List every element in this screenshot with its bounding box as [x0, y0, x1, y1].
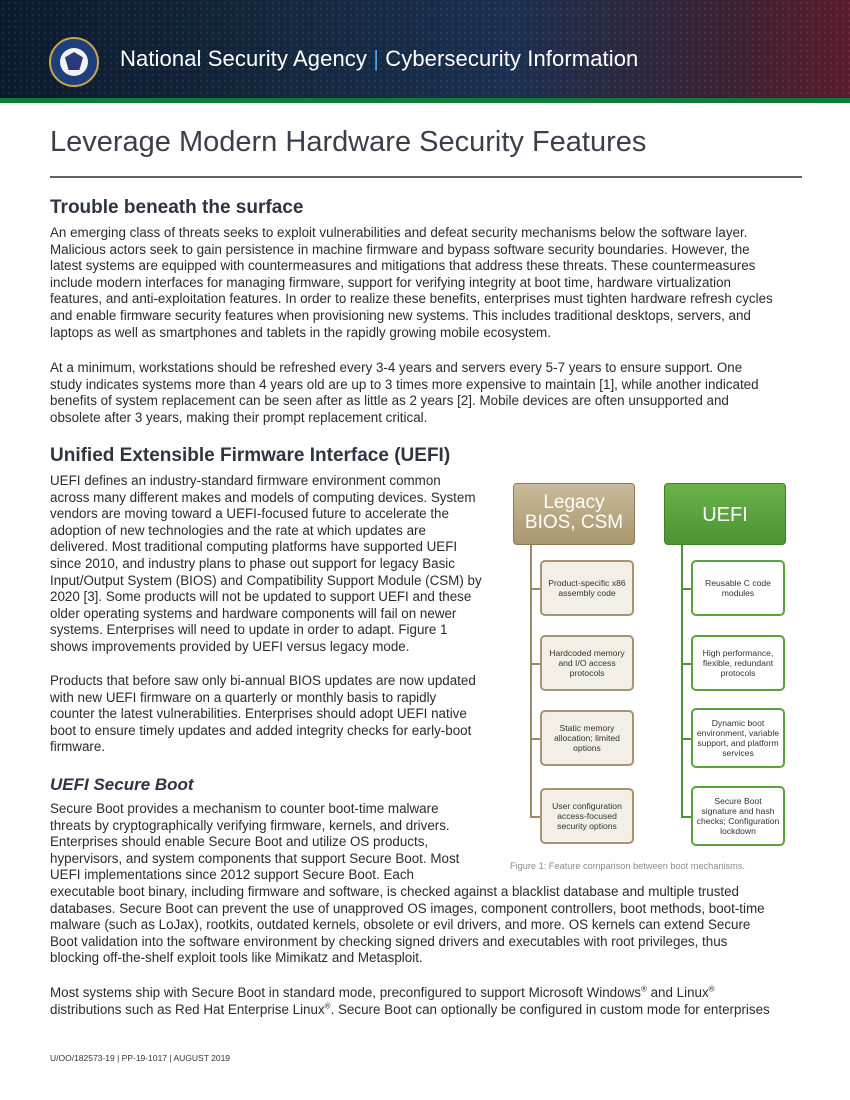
section-heading-secure-boot: UEFI Secure Boot — [50, 775, 194, 794]
header-banner — [0, 0, 850, 98]
legacy-branch — [530, 816, 540, 818]
legacy-header-line: BIOS, CSM — [524, 512, 624, 533]
uefi-feature-box: Secure Boot signature and hash checks; C… — [691, 786, 785, 846]
text-line: older operating systems and hardware com… — [50, 605, 457, 621]
text-line: delivered. Most traditional computing pl… — [50, 539, 458, 555]
legacy-feature-box: Product-specific x86 assembly code — [540, 560, 634, 616]
section2-paragraph-2: Products that before saw only bi-annual … — [50, 673, 476, 756]
text-run: . Secure Boot can optionally be configur… — [330, 1001, 770, 1017]
registered-mark: ® — [640, 984, 647, 994]
text-line: At a minimum, workstations should be ref… — [50, 360, 743, 375]
text-line: hypervisors, and system components that … — [50, 850, 460, 866]
text-line: distributions such as Red Hat Enterprise… — [50, 1002, 770, 1019]
uefi-connector-line — [681, 545, 683, 817]
text-line: study indicates systems more than 4 year… — [50, 376, 759, 392]
text-line: laptops as well as smartphones and table… — [50, 324, 551, 340]
uefi-feature-box: Reusable C code modules — [691, 560, 785, 616]
section-heading-uefi: Unified Extensible Firmware Interface (U… — [50, 445, 451, 466]
title-divider — [50, 176, 802, 178]
text-line: malware (such as LoJax), rootkits, outda… — [50, 917, 751, 933]
section1-paragraph-1: An emerging class of threats seeks to ex… — [50, 225, 773, 341]
text-line: shows improvements provided by UEFI vers… — [50, 638, 410, 654]
text-line: UEFI implementations since 2012 support … — [50, 867, 414, 883]
text-line: counter the latest vulnerabilities. Ente… — [50, 706, 467, 722]
legacy-feature-box: Hardcoded memory and I/O access protocol… — [540, 635, 634, 691]
text-line: adoption of new technologies and the rat… — [50, 522, 426, 538]
uefi-column-header: UEFI — [664, 483, 786, 545]
text-line: since 2010, and industry plans to phase … — [50, 555, 455, 571]
uefi-branch — [681, 588, 691, 590]
text-run: Most systems ship with Secure Boot in st… — [50, 985, 641, 1000]
banner-separator: | — [373, 46, 380, 71]
figure-boot-comparison: Legacy BIOS, CSM UEFI Product-specific x… — [505, 480, 800, 875]
uefi-feature-box: Dynamic boot environment, variable suppo… — [691, 708, 785, 768]
text-line: boot to ensure timely updates and added … — [50, 722, 472, 738]
legacy-branch — [530, 588, 540, 590]
uefi-branch — [681, 738, 691, 740]
text-line: Boot validation into the software enviro… — [50, 933, 728, 949]
section1-paragraph-2: At a minimum, workstations should be ref… — [50, 360, 759, 426]
text-line: threats by cryptographically verifying f… — [50, 817, 450, 833]
text-line: include modern interfaces for managing f… — [50, 274, 732, 290]
text-run: and Linux — [646, 985, 709, 1000]
text-line: UEFI defines an industry-standard firmwa… — [50, 473, 441, 488]
text-line: and enable firmware security features wh… — [50, 307, 751, 323]
registered-mark: ® — [324, 1001, 331, 1011]
text-line: features, and anti-exploitation features… — [50, 291, 773, 307]
registered-mark: ® — [708, 984, 715, 994]
text-line: Secure Boot provides a mechanism to coun… — [50, 801, 439, 816]
text-line: latest systems are equipped with counter… — [50, 258, 756, 274]
uefi-branch — [681, 816, 691, 818]
figure-caption: Figure 1: Feature comparison between boo… — [510, 861, 745, 871]
text-line: systems. Enterprises will need to update… — [50, 622, 448, 638]
text-line: 2020 [3]. Some products will not be upda… — [50, 589, 472, 605]
eagle-icon — [65, 52, 83, 70]
legacy-connector-line — [530, 545, 532, 817]
text-line: databases. Secure Boot can prevent the u… — [50, 900, 765, 916]
section2-paragraph-1: UEFI defines an industry-standard firmwa… — [50, 473, 482, 656]
text-line: Most systems ship with Secure Boot in st… — [50, 985, 770, 1002]
text-line: firmware. — [50, 739, 106, 755]
text-line: executable boot binary, including firmwa… — [50, 883, 740, 899]
uefi-branch — [681, 663, 691, 665]
legacy-feature-box: Static memory allocation; limited option… — [540, 710, 634, 766]
legacy-header-line: Legacy — [543, 492, 605, 513]
text-line: An emerging class of threats seeks to ex… — [50, 225, 748, 240]
legacy-branch — [530, 663, 540, 665]
text-line: Input/Output System (BIOS) and Compatibi… — [50, 572, 482, 588]
section3-paragraph-2: Most systems ship with Secure Boot in st… — [50, 985, 770, 1018]
legacy-feature-box: User configuration access-focused securi… — [540, 788, 634, 844]
text-line: blocking off-the-shelf exploit tools lik… — [50, 950, 423, 966]
uefi-feature-box: High performance, flexible, redundant pr… — [691, 635, 785, 691]
legacy-branch — [530, 738, 540, 740]
legacy-column-header: Legacy BIOS, CSM — [513, 483, 635, 545]
document-title: Leverage Modern Hardware Security Featur… — [50, 126, 647, 158]
text-line: across many different makes and models o… — [50, 489, 476, 505]
text-line: vendors are moving toward a UEFI-focused… — [50, 506, 449, 522]
text-line: Products that before saw only bi-annual … — [50, 673, 476, 688]
text-line: Malicious actors seek to gain persistenc… — [50, 241, 750, 257]
text-line: Enterprises should enable Secure Boot an… — [50, 834, 429, 850]
section-heading-trouble: Trouble beneath the surface — [50, 197, 304, 218]
banner-title: National Security Agency | Cybersecurity… — [120, 46, 638, 72]
banner-accent-bar — [0, 98, 850, 103]
section3-paragraph-1: Secure Boot provides a mechanism to coun… — [50, 801, 765, 967]
nsa-seal-logo — [49, 37, 99, 87]
text-line: benefits of system replacement can be se… — [50, 393, 729, 409]
document-footer: U/OO/182573-19 | PP-19-1017 | AUGUST 201… — [50, 1053, 231, 1063]
text-line: with new UEFI firmware on a quarterly or… — [50, 689, 437, 705]
banner-section: Cybersecurity Information — [385, 46, 639, 71]
text-run: distributions such as Red Hat Enterprise… — [50, 1001, 325, 1017]
text-line: obsolete after 3 years, making their pro… — [50, 409, 428, 425]
banner-org: National Security Agency — [120, 46, 367, 71]
